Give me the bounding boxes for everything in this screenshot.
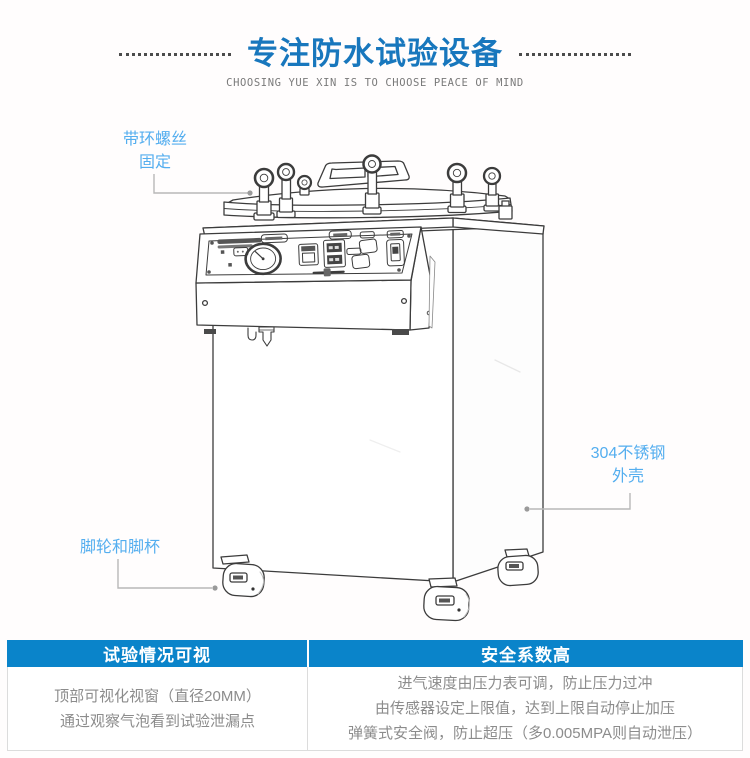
- table-cell-safety: 进气速度由压力表可调，防止压力过冲 由传感器设定上限值，达到上限自动停止加压 弹…: [308, 667, 742, 750]
- panel-button-a: [298, 243, 319, 266]
- leader-lines: [117, 174, 631, 591]
- pressure-gauge: [244, 242, 282, 276]
- control-panel-instruments: [217, 229, 405, 277]
- callout-ring-screw-line1: 带环螺丝: [122, 131, 187, 148]
- callout-stainless-shell: 304不锈钢 外壳: [563, 442, 693, 488]
- callout-caster-line1: 脚轮和脚杯: [79, 539, 160, 556]
- table-header-safety: 安全系数高: [309, 640, 743, 667]
- panel-button-b: [346, 231, 378, 270]
- table-cell-visibility: 顶部可视化视窗（直径20MM） 通过观察气泡看到试验泄漏点: [8, 667, 308, 750]
- safety-line1: 进气速度由压力表可调，防止压力过冲: [397, 675, 653, 692]
- dash-line-left: [119, 52, 231, 56]
- table-header-visibility: 试验情况可视: [7, 640, 307, 667]
- callout-stainless-line1: 304不锈钢: [590, 445, 666, 462]
- panel-button-c: [386, 229, 405, 267]
- callout-ring-screw: 带环螺丝 固定: [103, 128, 207, 174]
- callout-stainless-line2: 外壳: [611, 468, 644, 485]
- page-subtitle: CHOOSING YUE XIN IS TO CHOOSE PEACE OF M…: [226, 77, 524, 90]
- eye-bolt-clamps: [253, 154, 513, 221]
- illustration-scene: 带环螺丝 固定 304不锈钢 外壳 脚轮和脚杯: [0, 110, 750, 640]
- features-table: 试验情况可视 安全系数高 顶部可视化视窗（直径20MM） 通过观察气泡看到试验泄…: [7, 640, 743, 751]
- visibility-line2: 通过观察气泡看到试验泄漏点: [59, 712, 255, 730]
- drain-fittings: [204, 326, 409, 347]
- slider-control: [312, 268, 345, 277]
- page-header: 专注防水试验设备 CHOOSING YUE XIN IS TO CHOOSE P…: [0, 0, 750, 89]
- callout-ring-screw-line2: 固定: [138, 154, 171, 171]
- leader-stainless: [524, 493, 631, 512]
- callout-caster: 脚轮和脚杯: [60, 536, 180, 559]
- safety-line2: 由传感器设定上限值，达到上限自动停止加压: [374, 700, 675, 717]
- leader-caster: [117, 559, 218, 591]
- safety-line3: 弹簧式安全阀，防止超压（多0.005MPA则自动泄压）: [348, 725, 702, 742]
- leader-ring-screw: [153, 174, 253, 196]
- caster-wheels: [220, 548, 539, 622]
- visibility-line1: 顶部可视化视窗（直径20MM）: [54, 687, 261, 705]
- digital-display: [323, 230, 352, 268]
- machine-illustration: [117, 154, 631, 622]
- page-title: 专注防水试验设备: [247, 36, 503, 71]
- dash-line-right: [519, 52, 631, 56]
